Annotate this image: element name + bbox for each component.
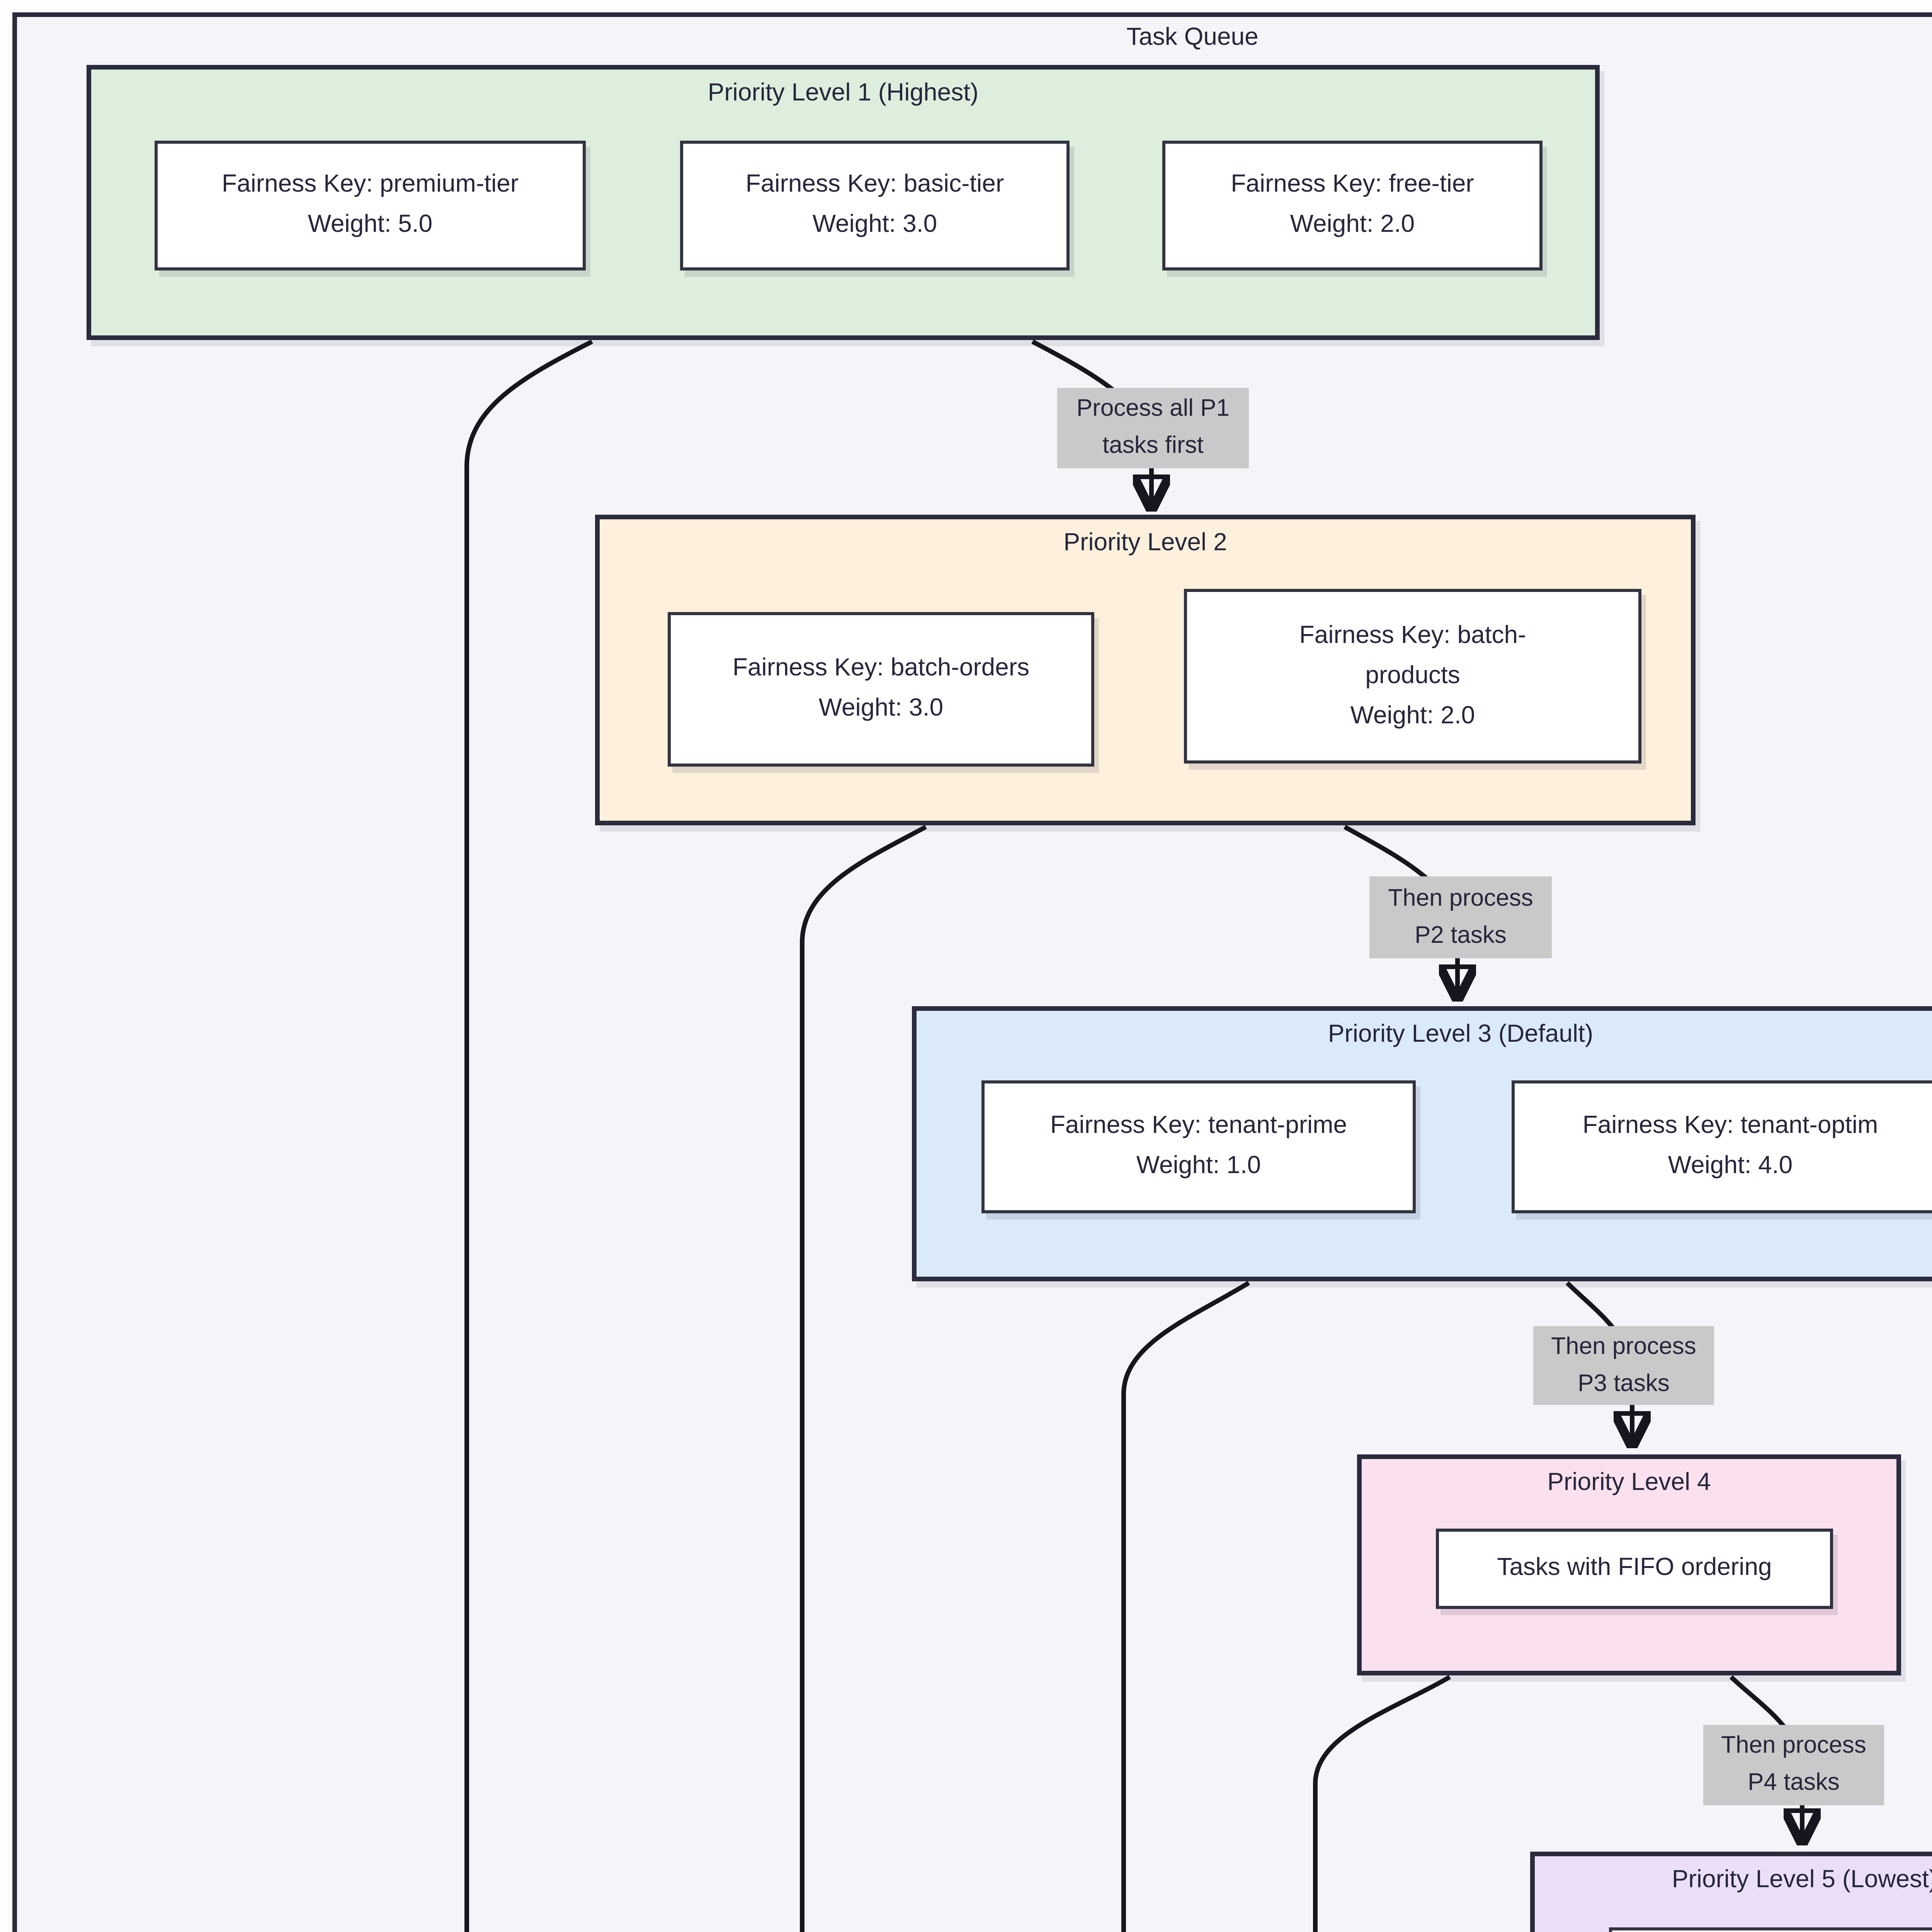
fairness-key-label: Fairness Key: batch-products: [1299, 622, 1526, 689]
priority-level-1-group: Priority Level 1 (Highest) Fairness Key:…: [87, 65, 1600, 340]
edge-label-then-process-p2: Then process P2 tasks: [1369, 876, 1552, 958]
priority-level-4-group: Priority Level 4 Tasks with FIFO orderin…: [1357, 1454, 1901, 1675]
task-queue-title: Task Queue: [1126, 25, 1259, 51]
edge-label-then-process-p3: Then process P3 tasks: [1533, 1326, 1714, 1405]
fairness-key-label: Fairness Key: basic-tier: [745, 172, 1004, 198]
priority-level-5-title: Priority Level 5 (Lowest): [1672, 1867, 1932, 1893]
edge-label-process-all-p1: Process all P1 tasks first: [1057, 388, 1249, 468]
node-free-tier: Fairness Key: free-tier Weight: 2.0: [1162, 141, 1543, 270]
node-p4-fifo: Tasks with FIFO ordering: [1436, 1529, 1833, 1609]
priority-level-3-group: Priority Level 3 (Default) Fairness Key:…: [912, 1006, 1932, 1281]
edge-p4-to-workers: [1313, 1675, 1451, 1932]
weight-label: Weight: 2.0: [1350, 702, 1475, 729]
fairness-key-label: Fairness Key: premium-tier: [221, 172, 519, 198]
weight-label: Weight: 3.0: [818, 696, 944, 722]
priority-level-1-title: Priority Level 1 (Highest): [707, 80, 979, 107]
fifo-label: Tasks with FIFO ordering: [1497, 1555, 1772, 1581]
node-p5-fifo: Tasks with FIFO ordering: [1609, 1927, 1932, 1932]
priority-level-3-title: Priority Level 3 (Default): [1328, 1022, 1594, 1048]
node-tenant-optim: Fairness Key: tenant-optim Weight: 4.0: [1512, 1080, 1932, 1213]
fairness-key-label: Fairness Key: batch-orders: [732, 655, 1030, 682]
fairness-key-label: Fairness Key: tenant-prime: [1050, 1113, 1347, 1139]
edge-p3-to-workers: [1121, 1281, 1250, 1932]
priority-level-5-group: Priority Level 5 (Lowest) Tasks with FIF…: [1530, 1852, 1932, 1932]
weight-label: Weight: 4.0: [1668, 1153, 1793, 1179]
node-premium-tier: Fairness Key: premium-tier Weight: 5.0: [155, 141, 586, 270]
edge-label-then-process-p4: Then process P4 tasks: [1703, 1725, 1884, 1805]
priority-level-4-title: Priority Level 4: [1547, 1470, 1711, 1496]
weight-label: Weight: 1.0: [1136, 1153, 1261, 1179]
priority-level-2-title: Priority Level 2: [1063, 530, 1227, 556]
node-tenant-prime: Fairness Key: tenant-prime Weight: 1.0: [981, 1080, 1416, 1213]
weight-label: Weight: 3.0: [812, 212, 937, 238]
weight-label: Weight: 5.0: [308, 212, 433, 238]
weight-label: Weight: 2.0: [1290, 212, 1415, 238]
edge-p1-to-workers: [464, 339, 593, 1932]
node-basic-tier: Fairness Key: basic-tier Weight: 3.0: [680, 141, 1070, 270]
fairness-key-label: Fairness Key: free-tier: [1231, 172, 1474, 198]
edge-p2-to-workers: [800, 825, 927, 1932]
fairness-key-label: Fairness Key: tenant-optim: [1582, 1113, 1878, 1139]
priority-level-2-group: Priority Level 2 Fairness Key: batch-ord…: [595, 515, 1696, 825]
node-batch-orders: Fairness Key: batch-orders Weight: 3.0: [668, 612, 1094, 767]
node-batch-products: Fairness Key: batch-products Weight: 2.0: [1184, 589, 1641, 764]
